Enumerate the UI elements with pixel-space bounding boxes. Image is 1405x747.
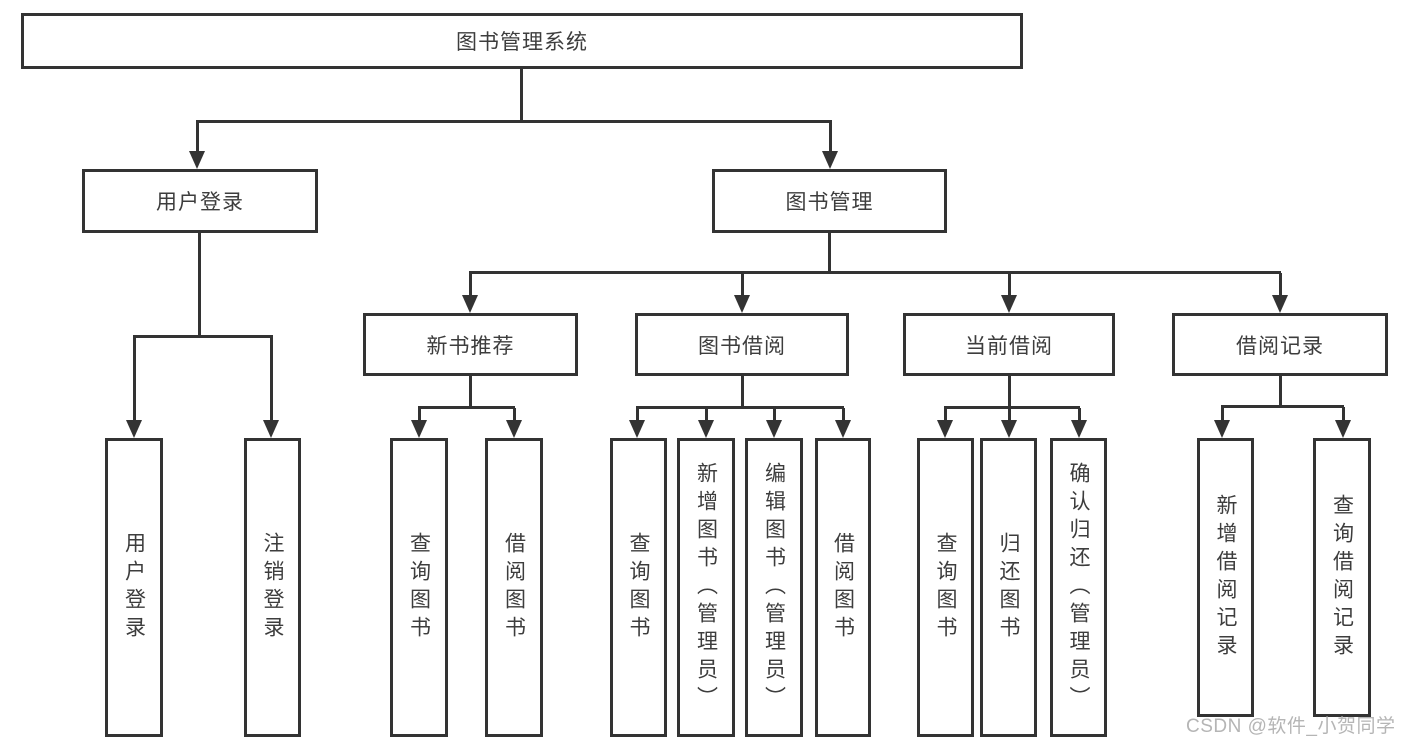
node-book-management-label: 图书管理	[785, 191, 874, 214]
arrow-down-icon	[1001, 273, 1017, 313]
connector-line	[198, 233, 201, 338]
node-borrow-record: 借阅记录	[1172, 313, 1388, 376]
leaf-user-login: 用户登录	[105, 438, 163, 737]
leaf-edit-book-admin: 编辑图书（管理员）	[745, 438, 803, 737]
leaf-confirm-return-admin: 确认归还（管理员）	[1050, 438, 1107, 737]
arrow-down-icon	[734, 273, 750, 313]
leaf-edit-book-admin-label: 编辑图书（管理员）	[762, 461, 786, 714]
leaf-borrow-book: 借阅图书	[815, 438, 871, 737]
arrow-down-icon	[629, 408, 645, 438]
leaf-borrow-book-label: 借阅图书	[831, 531, 855, 644]
node-current-borrow-label: 当前借阅	[965, 334, 1053, 358]
leaf-recommend-borrow-book: 借阅图书	[485, 438, 543, 737]
arrow-down-icon	[766, 408, 782, 438]
connector-line	[636, 406, 844, 409]
node-new-book-recommend-label: 新书推荐	[426, 334, 515, 358]
leaf-recommend-query-book-label: 查询图书	[407, 531, 431, 644]
arrow-down-icon	[698, 408, 714, 438]
connector-line	[1279, 376, 1282, 408]
leaf-current-query-book: 查询图书	[917, 438, 974, 737]
arrow-down-icon	[411, 408, 427, 438]
leaf-query-borrow-record-label: 查询借阅记录	[1330, 493, 1354, 662]
arrow-down-icon	[189, 121, 205, 169]
connector-line	[469, 271, 1281, 274]
arrow-down-icon	[126, 337, 142, 438]
node-current-borrow: 当前借阅	[903, 313, 1115, 376]
arrow-down-icon	[835, 408, 851, 438]
leaf-logout-label: 注销登录	[261, 531, 284, 644]
arrow-down-icon	[506, 408, 522, 438]
node-borrow-record-label: 借阅记录	[1236, 334, 1324, 358]
connector-line	[1008, 376, 1011, 409]
connector-line	[469, 376, 472, 409]
leaf-add-book-admin: 新增图书（管理员）	[677, 438, 735, 737]
arrow-down-icon	[822, 121, 838, 169]
leaf-logout: 注销登录	[244, 438, 301, 737]
leaf-return-book-label: 归还图书	[997, 531, 1020, 644]
connector-line	[418, 406, 515, 409]
node-root-label: 图书管理系统	[456, 31, 588, 54]
leaf-add-borrow-record: 新增借阅记录	[1197, 438, 1254, 717]
connector-line	[133, 335, 273, 338]
leaf-query-borrow-record: 查询借阅记录	[1313, 438, 1371, 717]
leaf-borrow-query-book-label: 查询图书	[627, 531, 650, 644]
leaf-recommend-query-book: 查询图书	[390, 438, 448, 737]
arrow-down-icon	[937, 408, 953, 438]
leaf-confirm-return-admin-label: 确认归还（管理员）	[1067, 461, 1090, 714]
leaf-user-login-label: 用户登录	[122, 531, 146, 644]
node-book-management: 图书管理	[712, 169, 947, 233]
leaf-current-query-book-label: 查询图书	[934, 531, 957, 644]
arrow-down-icon	[1272, 273, 1288, 313]
node-book-borrow: 图书借阅	[635, 313, 849, 376]
leaf-borrow-query-book: 查询图书	[610, 438, 667, 737]
node-new-book-recommend: 新书推荐	[363, 313, 578, 376]
node-book-borrow-label: 图书借阅	[698, 334, 786, 358]
arrow-down-icon	[1214, 407, 1230, 438]
connector-line	[1221, 405, 1344, 408]
leaf-add-borrow-record-label: 新增借阅记录	[1214, 493, 1237, 662]
connector-line	[828, 233, 831, 274]
arrow-down-icon	[1001, 408, 1017, 438]
connector-line	[196, 120, 832, 123]
connector-line	[520, 69, 523, 123]
connector-line	[741, 376, 744, 409]
arrow-down-icon	[462, 273, 478, 313]
leaf-recommend-borrow-book-label: 借阅图书	[502, 531, 526, 644]
arrow-down-icon	[1071, 408, 1087, 438]
arrow-down-icon	[263, 337, 279, 438]
csdn-watermark: CSDN @软件_小贺同学	[1186, 716, 1396, 737]
arrow-down-icon	[1335, 407, 1351, 438]
leaf-add-book-admin-label: 新增图书（管理员）	[694, 461, 718, 714]
connector-line	[944, 406, 1080, 409]
node-user-login-label: 用户登录	[156, 191, 244, 214]
node-root: 图书管理系统	[21, 13, 1023, 69]
node-user-login: 用户登录	[82, 169, 318, 233]
leaf-return-book: 归还图书	[980, 438, 1037, 737]
